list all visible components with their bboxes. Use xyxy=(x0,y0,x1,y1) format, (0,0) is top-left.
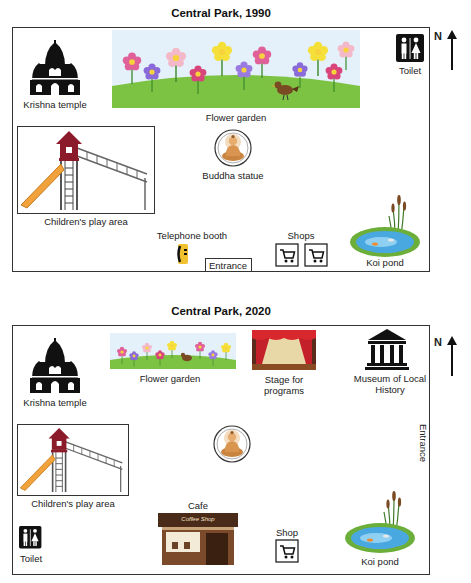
area-box: Children's play area xyxy=(17,126,155,214)
koi-pond-icon xyxy=(350,195,420,257)
toilet-icon xyxy=(19,526,41,548)
cafe-icon xyxy=(158,513,238,565)
playground-icon xyxy=(21,131,147,210)
place-label: Flower garden xyxy=(206,112,267,123)
area-label: Children's play area xyxy=(31,498,115,509)
entrance-box: Entrance xyxy=(205,258,252,272)
north-arrow xyxy=(447,30,457,70)
north-letter: N xyxy=(434,30,442,43)
area-label: Entrance xyxy=(209,260,247,271)
shop-icon xyxy=(276,540,298,562)
area-box: Children's play area xyxy=(17,424,129,496)
place-label: Stage for programs xyxy=(254,374,314,397)
place-label: Flower garden xyxy=(140,373,201,384)
koi-pond-icon xyxy=(345,491,415,553)
place-label: Koi pond xyxy=(366,257,404,268)
map-title: Central Park, 2020 xyxy=(13,305,429,317)
entrance-box: Entrance xyxy=(415,419,430,467)
buddha-icon xyxy=(214,426,250,462)
shop-icon xyxy=(305,244,327,266)
place-label: Toilet xyxy=(20,553,42,564)
map-panel: Central Park, 2020Children's play areaEn… xyxy=(12,325,430,575)
place-label: Museum of Local History xyxy=(351,373,429,396)
shop-icon xyxy=(276,244,298,266)
toilet-icon xyxy=(396,34,424,62)
sign-text: Coffee Shop xyxy=(181,516,214,522)
playground-icon xyxy=(20,428,122,492)
buddha-icon xyxy=(215,130,251,166)
map-title: Central Park, 1990 xyxy=(13,7,429,19)
place-label: Shop xyxy=(276,527,298,538)
stage-icon xyxy=(252,330,316,370)
krishna-temple-icon xyxy=(30,40,80,95)
krishna-temple-icon xyxy=(30,338,80,393)
place-label: Telephone booth xyxy=(157,230,227,241)
telephone-icon xyxy=(178,244,188,264)
flower-garden-2020 xyxy=(110,333,236,369)
north-letter: N xyxy=(434,336,442,349)
place-label: Koi pond xyxy=(361,556,399,567)
area-label: Entrance xyxy=(417,424,428,462)
north-arrow xyxy=(447,336,457,376)
place-label: Toilet xyxy=(399,65,421,76)
place-label: Shops xyxy=(288,230,315,241)
place-label: Buddha statue xyxy=(202,170,263,181)
area-label: Children's play area xyxy=(44,216,128,227)
place-label: Krishna temple xyxy=(23,397,86,408)
museum-icon xyxy=(365,329,409,370)
place-label: Krishna temple xyxy=(23,99,86,110)
flower-garden-1990 xyxy=(112,30,360,108)
place-label: Cafe xyxy=(188,500,208,511)
